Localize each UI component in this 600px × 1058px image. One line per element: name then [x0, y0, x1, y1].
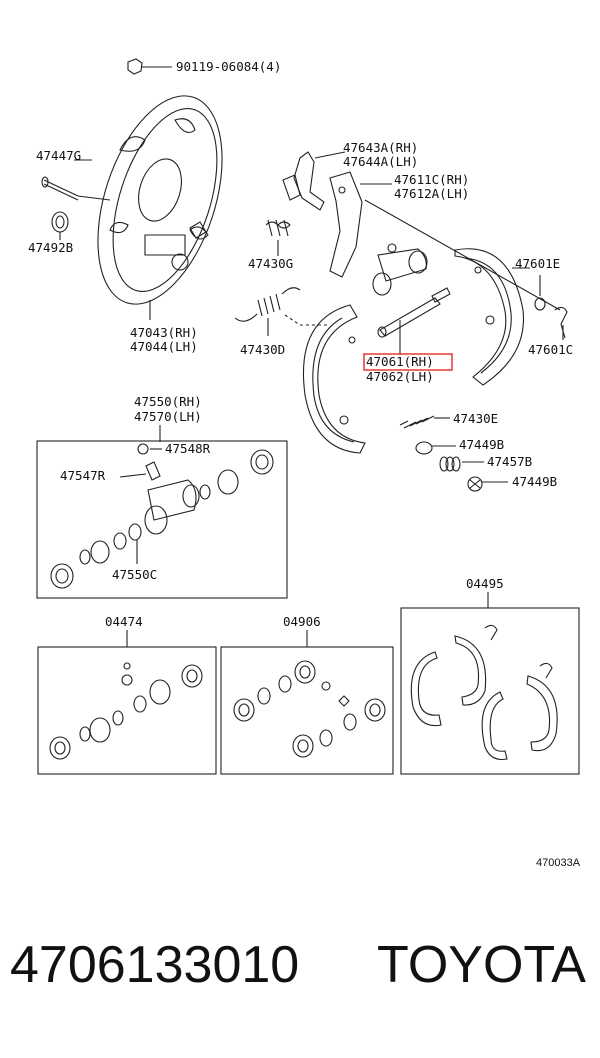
- cup-b1-part[interactable]: [415, 441, 456, 455]
- spring-e-part[interactable]: [399, 415, 450, 429]
- label-spring-d[interactable]: 47430D: [240, 342, 285, 357]
- label-wc-lh[interactable]: 47570(LH): [134, 409, 202, 424]
- cup-b2-part[interactable]: [467, 476, 508, 492]
- label-washer[interactable]: 47492B: [28, 240, 73, 255]
- washer-part[interactable]: [51, 211, 69, 240]
- label-pin[interactable]: 47447G: [36, 148, 81, 163]
- label-lever-lh[interactable]: 47644A(LH): [343, 154, 418, 169]
- bolt-part[interactable]: [127, 58, 172, 75]
- label-shoe-c[interactable]: 47601C: [528, 342, 573, 357]
- brake-shoe-right-part[interactable]: [454, 248, 530, 386]
- kit-04495-group[interactable]: [400, 592, 580, 775]
- wheel-cylinder-kit-group[interactable]: [36, 425, 288, 599]
- label-plate-lh[interactable]: 47044(LH): [130, 339, 198, 354]
- label-strut-rh[interactable]: 47611C(RH): [394, 172, 469, 187]
- label-wc-rh[interactable]: 47550(RH): [134, 394, 202, 409]
- highlight-box: [363, 353, 453, 371]
- label-cup-b1[interactable]: 47449B: [459, 437, 504, 452]
- part-number: 4706133010: [10, 936, 300, 994]
- label-screw[interactable]: 47547R: [60, 468, 106, 483]
- label-bolt[interactable]: 90119-06084(4): [176, 59, 281, 74]
- label-spring-b[interactable]: 47457B: [487, 454, 532, 469]
- parking-lever-part[interactable]: [282, 151, 346, 211]
- wheel-cylinder-part[interactable]: [372, 243, 451, 355]
- label-shoe-e[interactable]: 47601E: [515, 256, 560, 271]
- label-cyl-lh[interactable]: 47062(LH): [366, 369, 434, 384]
- label-lever-rh[interactable]: 47643A(RH): [343, 140, 418, 155]
- diagram-ref: 470033A: [536, 857, 581, 869]
- brake-shoe-left-part[interactable]: [302, 304, 366, 454]
- brand-name: TOYOTA: [377, 936, 586, 994]
- kit-04474-group[interactable]: [37, 630, 217, 775]
- label-plate-rh[interactable]: 47043(RH): [130, 325, 198, 340]
- clip-c-part[interactable]: [554, 306, 568, 340]
- label-spring-g[interactable]: 47430G: [248, 256, 293, 271]
- kit-04906-group[interactable]: [220, 630, 394, 775]
- spring-d-part[interactable]: [234, 287, 330, 336]
- label-kit-04495[interactable]: 04495: [466, 576, 504, 591]
- pin-part[interactable]: [41, 159, 111, 201]
- strut-part[interactable]: [329, 171, 561, 311]
- label-kit-04474[interactable]: 04474: [105, 614, 143, 629]
- label-cup-b2[interactable]: 47449B: [512, 474, 557, 489]
- label-kit-04906[interactable]: 04906: [283, 614, 321, 629]
- footer: 4706133010 TOYOTA: [0, 935, 600, 1015]
- label-strut-lh[interactable]: 47612A(LH): [394, 186, 469, 201]
- label-bleeder[interactable]: 47548R: [165, 441, 211, 456]
- label-spring-e[interactable]: 47430E: [453, 411, 498, 426]
- label-cyl-rh[interactable]: 47061(RH): [366, 354, 434, 369]
- backing-plate-part[interactable]: [74, 80, 245, 320]
- clip-e-part[interactable]: [534, 275, 546, 311]
- label-kit-c[interactable]: 47550C: [112, 567, 157, 582]
- spring-b-part[interactable]: [439, 456, 484, 472]
- spring-g-part[interactable]: [265, 219, 291, 256]
